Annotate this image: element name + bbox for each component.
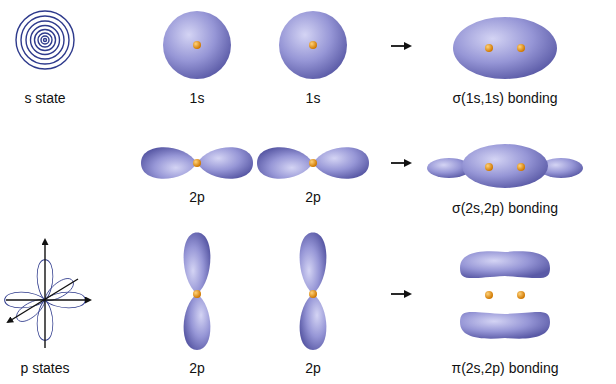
state-label: s state: [24, 90, 65, 106]
sigma-bond-orbital: [427, 144, 583, 188]
nucleus: [309, 290, 317, 298]
1s-orbital: [279, 11, 347, 79]
pi-bond-orbital: [460, 251, 550, 338]
2p-orbital: [300, 232, 327, 350]
nucleus: [193, 41, 201, 49]
nucleus: [193, 290, 201, 298]
2p-orbital: [184, 232, 211, 350]
orbital-label: 1s: [190, 90, 205, 106]
orbital-label: 2p: [305, 189, 321, 205]
arrow: [391, 45, 410, 47]
nucleus: [193, 159, 201, 167]
arrow: [391, 293, 410, 295]
nucleus: [517, 44, 525, 52]
nucleus: [309, 41, 317, 49]
arrow: [391, 162, 410, 164]
orbital-label: 2p: [189, 189, 205, 205]
sigma-bond-orbital: [453, 17, 557, 79]
nucleus: [517, 291, 525, 299]
orbital-label: 1s: [306, 90, 321, 106]
nucleus: [309, 159, 317, 167]
bond-label: σ(1s,1s) bonding: [452, 90, 557, 106]
state-label: p states: [20, 360, 69, 376]
nucleus: [517, 163, 525, 171]
orbital-label: 2p: [189, 360, 205, 376]
2p-orbital: [257, 147, 369, 179]
nucleus: [485, 291, 493, 299]
orbital-label: 2p: [305, 360, 321, 376]
2p-orbital: [141, 147, 253, 179]
bond-label: π(2s,2p) bonding: [452, 360, 559, 376]
nucleus: [485, 44, 493, 52]
p-state-contours: [5, 240, 90, 348]
1s-orbital: [163, 11, 231, 79]
s-state-contours: [16, 11, 74, 69]
nucleus: [485, 163, 493, 171]
bond-label: σ(2s,2p) bonding: [452, 200, 558, 216]
